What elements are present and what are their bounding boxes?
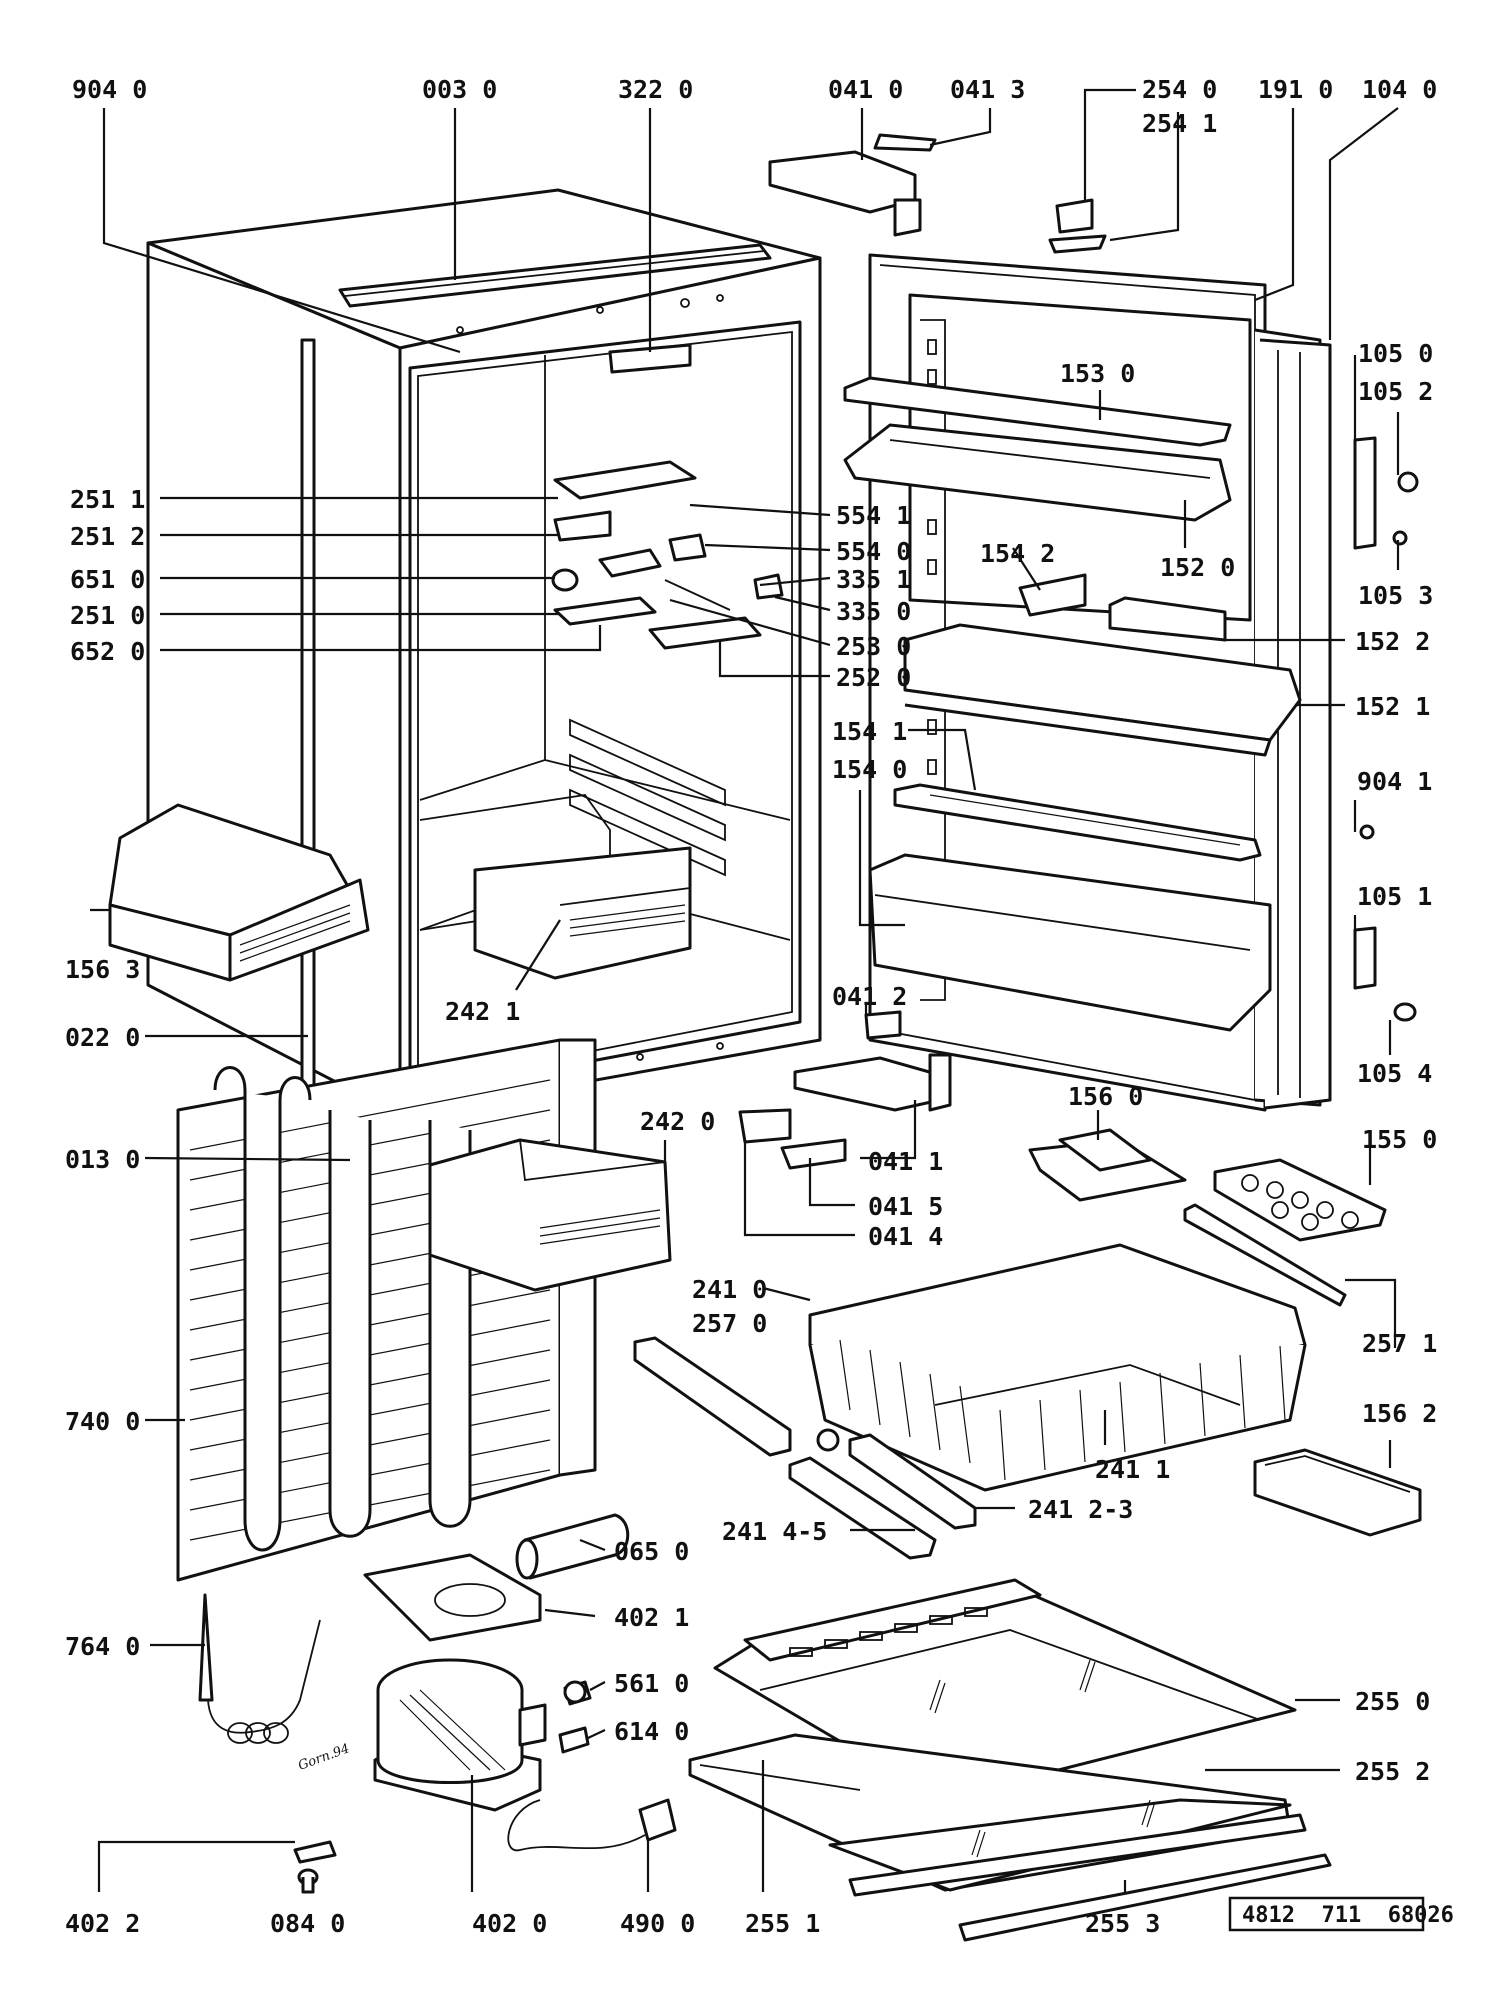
label-904-0: 904 0 — [72, 75, 147, 104]
label-257-1: 257 1 — [1362, 1329, 1437, 1358]
label-156-0: 156 0 — [1068, 1082, 1143, 1111]
door-assembly — [768, 133, 1332, 1112]
label-322-0: 322 0 — [618, 75, 693, 104]
compressor-mount-402-1 — [363, 1553, 542, 1642]
label-003-0: 003 0 — [422, 75, 497, 104]
label-335-0: 335 0 — [836, 597, 911, 626]
label-152-0: 152 0 — [1160, 553, 1235, 582]
label-156-3: 156 3 — [65, 955, 140, 984]
egg-tray-155-0 — [1213, 1158, 1387, 1242]
label-041-3: 041 3 — [950, 75, 1025, 104]
label-335-1: 335 1 — [836, 565, 911, 594]
label-155-0: 155 0 — [1362, 1125, 1437, 1154]
drawer-242-0 — [428, 1138, 672, 1292]
label-490-0: 490 0 — [620, 1909, 695, 1938]
part-labels: 904 0 003 0 322 0 041 0 041 3 254 0 254 … — [65, 75, 1437, 1938]
label-152-1: 152 1 — [1355, 692, 1430, 721]
label-241-2-3: 241 2-3 — [1028, 1495, 1133, 1524]
thermostat-lamp-assembly — [551, 343, 784, 650]
rail-257-1 — [1183, 1203, 1347, 1307]
label-105-4: 105 4 — [1357, 1059, 1432, 1088]
label-554-0: 554 0 — [836, 537, 911, 566]
label-013-0: 013 0 — [65, 1145, 140, 1174]
label-402-0: 402 0 — [472, 1909, 547, 1938]
label-255-0: 255 0 — [1355, 1687, 1430, 1716]
label-254-0: 254 0 — [1142, 75, 1217, 104]
label-152-2: 152 2 — [1355, 627, 1430, 656]
label-104-0: 104 0 — [1362, 75, 1437, 104]
label-764-0: 764 0 — [65, 1632, 140, 1661]
rail-241-2-3 — [848, 1433, 977, 1530]
label-154-0: 154 0 — [832, 755, 907, 784]
label-740-0: 740 0 — [65, 1407, 140, 1436]
label-241-0: 241 0 — [692, 1275, 767, 1304]
lower-hinge-041 — [738, 1010, 952, 1170]
label-105-1: 105 1 — [1357, 882, 1432, 911]
label-904-1: 904 1 — [1357, 767, 1432, 796]
label-241-4-5: 241 4-5 — [722, 1517, 827, 1546]
label-402-1: 402 1 — [614, 1603, 689, 1632]
tray-156-2 — [1253, 1448, 1422, 1537]
label-022-0: 022 0 — [65, 1023, 140, 1052]
label-252-0: 252 0 — [836, 663, 911, 692]
crisper-drawer-242-1 — [473, 846, 692, 980]
label-253-0: 253 0 — [836, 632, 911, 661]
label-105-0: 105 0 — [1358, 339, 1433, 368]
leader-lines — [90, 88, 1400, 1892]
label-154-1: 154 1 — [832, 717, 907, 746]
filter-dryer-065-0 — [515, 1513, 630, 1580]
wire-basket-241-0 — [808, 1243, 1307, 1492]
small-parts — [293, 1680, 677, 1894]
label-105-2: 105 2 — [1358, 377, 1433, 406]
label-084-0: 084 0 — [270, 1909, 345, 1938]
glass-shelves-255 — [688, 1578, 1332, 1942]
label-257-0: 257 0 — [692, 1309, 767, 1338]
label-041-4: 041 4 — [868, 1222, 943, 1251]
label-041-1: 041 1 — [868, 1147, 943, 1176]
label-041-0: 041 0 — [828, 75, 903, 104]
label-251-2: 251 2 — [70, 522, 145, 551]
label-191-0: 191 0 — [1258, 75, 1333, 104]
label-614-0: 614 0 — [614, 1717, 689, 1746]
label-251-0: 251 0 — [70, 601, 145, 630]
capillary-764-0 — [198, 1593, 321, 1744]
label-156-2: 156 2 — [1362, 1399, 1437, 1428]
label-255-3: 255 3 — [1085, 1909, 1160, 1938]
label-041-5: 041 5 — [868, 1192, 943, 1221]
condenser-740-0 — [176, 1038, 597, 1582]
label-652-0: 652 0 — [70, 637, 145, 666]
label-554-1: 554 1 — [836, 501, 911, 530]
label-153-0: 153 0 — [1060, 359, 1135, 388]
label-651-0: 651 0 — [70, 565, 145, 594]
label-251-1: 251 1 — [70, 485, 145, 514]
label-255-2: 255 2 — [1355, 1757, 1430, 1786]
rail-241-4-5 — [788, 1456, 937, 1560]
label-242-1: 242 1 — [445, 997, 520, 1026]
label-241-1: 241 1 — [1095, 1455, 1170, 1484]
label-242-0: 242 0 — [640, 1107, 715, 1136]
label-254-1: 254 1 — [1142, 109, 1217, 138]
label-561-0: 561 0 — [614, 1669, 689, 1698]
label-402-2: 402 2 — [65, 1909, 140, 1938]
label-154-2: 154 2 — [980, 539, 1055, 568]
drafter-signature: Gorn.94 — [296, 1741, 351, 1773]
label-041-2: 041 2 — [832, 982, 907, 1011]
drawer-156-3 — [108, 803, 370, 982]
butter-dish-156-0 — [1028, 1128, 1187, 1202]
label-065-0: 065 0 — [614, 1537, 689, 1566]
document-number: 4812 711 68026 — [1242, 1903, 1454, 1928]
label-255-1: 255 1 — [745, 1909, 820, 1938]
label-105-3: 105 3 — [1358, 581, 1433, 610]
hinge-parts-105 — [1353, 436, 1419, 1022]
rail-257-0 — [633, 1336, 792, 1457]
document-number-box: 4812 711 68026 — [1228, 1896, 1454, 1932]
compressor-402-0 — [373, 1658, 547, 1812]
